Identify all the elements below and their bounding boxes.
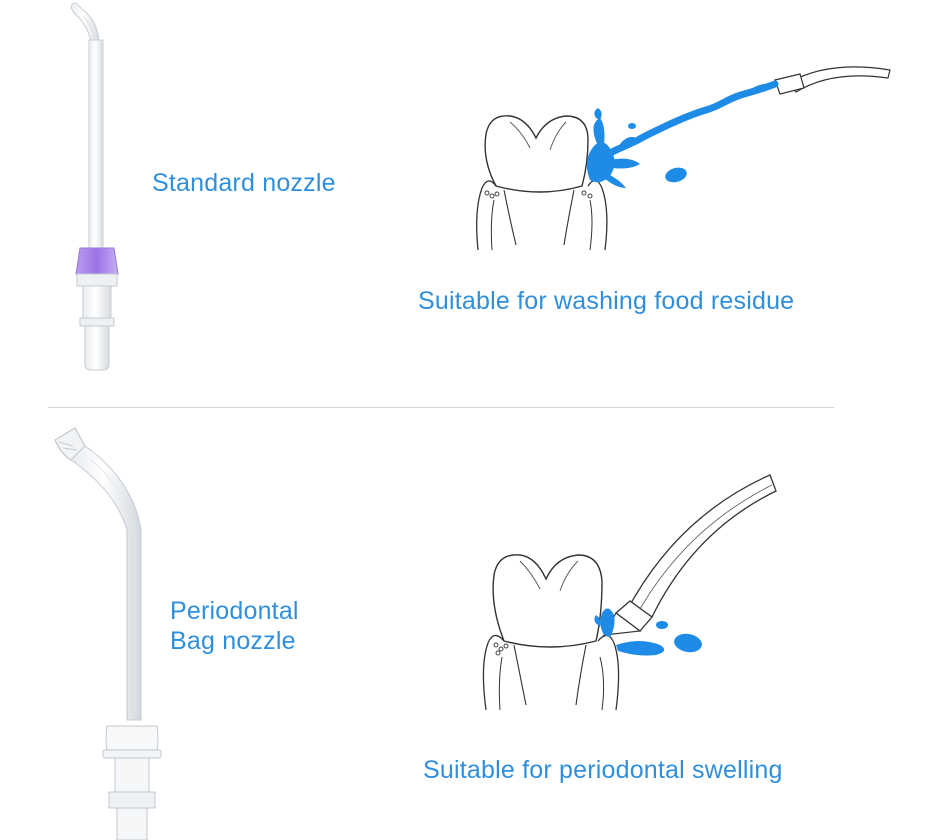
tooth-washing-illustration bbox=[476, 66, 891, 251]
periodontal-nozzle-label-line1: Periodontal bbox=[170, 597, 299, 625]
section-divider bbox=[48, 407, 834, 408]
standard-nozzle-label: Standard nozzle bbox=[152, 169, 336, 197]
tooth-periodontal-illustration bbox=[482, 474, 777, 711]
periodontal-nozzle-section: Periodontal Bag nozzle Suitable for peri bbox=[0, 410, 930, 840]
periodontal-nozzle-image bbox=[54, 427, 162, 840]
standard-nozzle-image bbox=[70, 2, 119, 371]
periodontal-swelling-caption: Suitable for periodontal swelling bbox=[423, 756, 783, 784]
standard-nozzle-section: Standard nozzle Suitab bbox=[0, 0, 930, 405]
periodontal-nozzle-label-line2: Bag nozzle bbox=[170, 627, 296, 655]
washing-food-residue-caption: Suitable for washing food residue bbox=[418, 287, 795, 315]
